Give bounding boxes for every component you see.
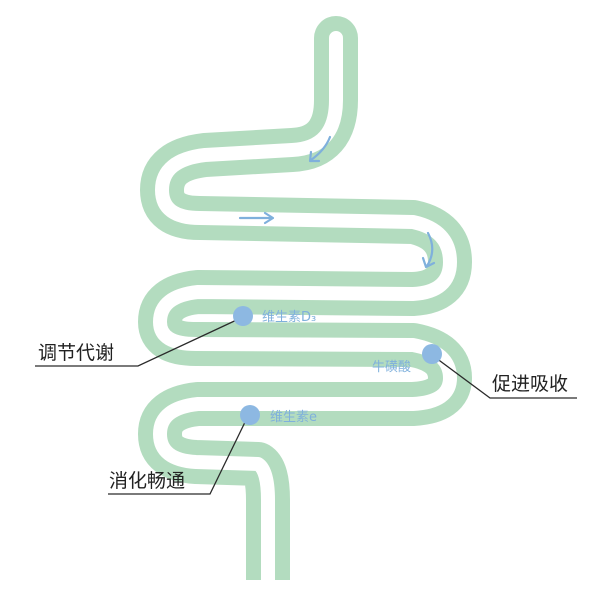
nutrient-label-vitamin-e: 维生素e [270,410,317,425]
page-bottom-mask [0,580,614,616]
intestine-lumen [153,31,457,587]
right-arrow-icon [238,211,275,225]
callout-smooth-digestion: 消化畅通 [109,470,185,492]
nutrient-label-taurine: 牛磺酸 [372,360,411,375]
leader-line-regulate-metabolism [35,316,244,367]
leader-line-smooth-digestion [108,415,249,495]
leader-line-promote-absorption [431,354,577,399]
intestine-tube [138,16,472,602]
callout-promote-absorption: 促进吸收 [492,373,568,395]
nutrient-dot-taurine [422,344,442,364]
callout-regulate-metabolism: 调节代谢 [38,342,114,364]
nutrient-dot-vitamin-d3 [233,306,253,326]
nutrient-dot-vitamin-e [240,405,260,425]
curved-arrow-icon [308,135,332,163]
curved-arrow-icon [421,231,436,269]
nutrient-label-vitamin-d3: 维生素D₃ [262,310,316,325]
